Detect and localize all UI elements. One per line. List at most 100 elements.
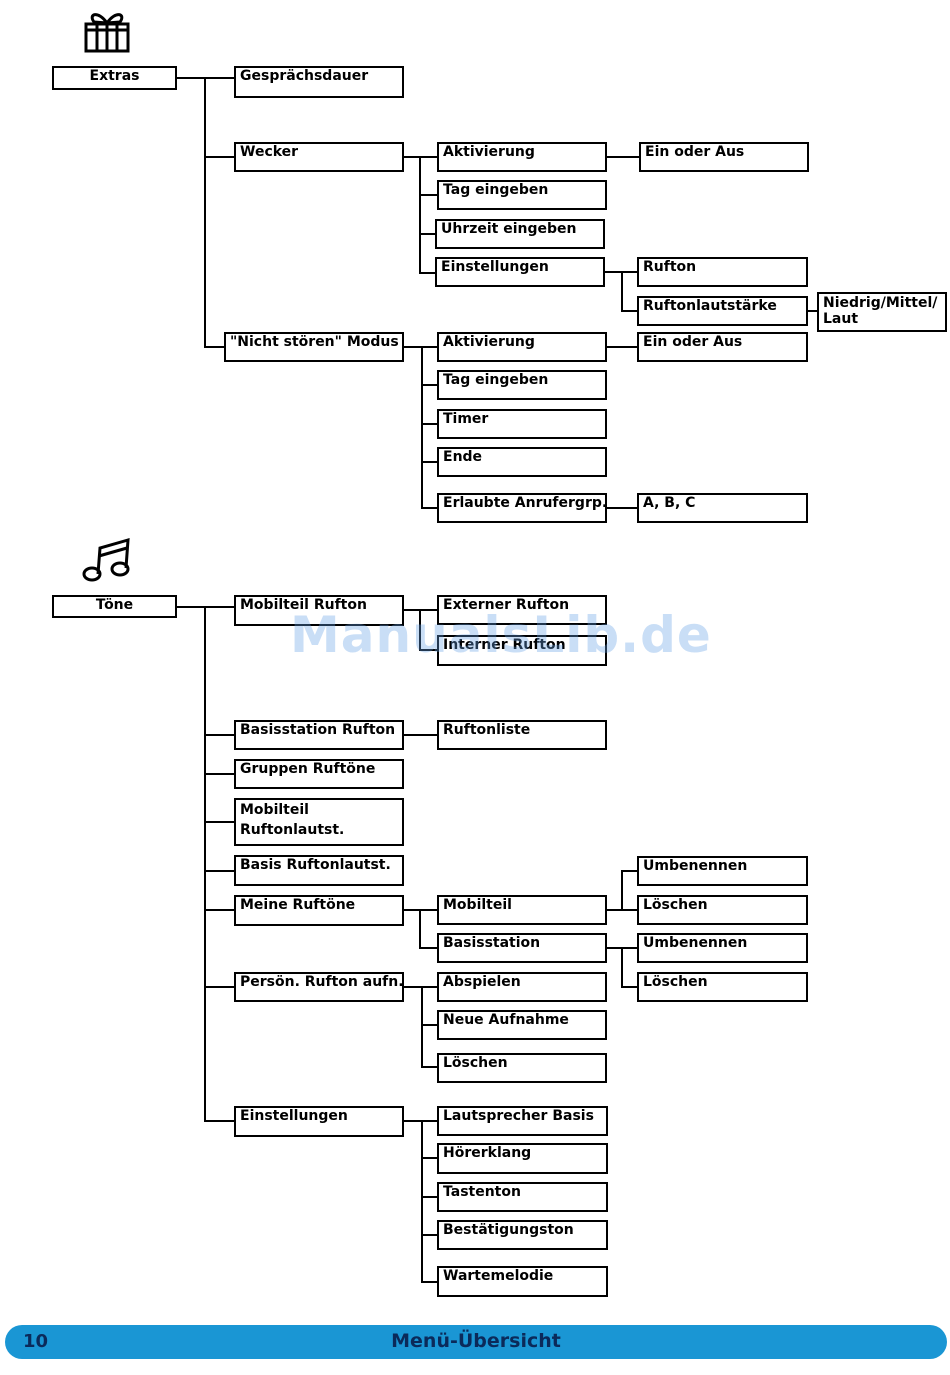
menu-alarm[interactable]: Wecker [234,142,404,172]
menu-my-handset-delete[interactable]: Löschen [637,895,808,925]
connector [204,821,235,823]
menu-settings-keytone[interactable]: Tastenton [437,1182,608,1212]
menu-alarm-volume[interactable]: Ruftonlautstärke [637,296,808,326]
connector [204,156,235,158]
connector [421,423,438,425]
menu-alarm-activation[interactable]: Aktivierung [437,142,607,172]
footer-title: Menü-Übersicht [391,1330,561,1352]
menu-settings-earpiece[interactable]: Hörerklang [437,1143,608,1174]
menu-dnd-day[interactable]: Tag eingeben [437,370,607,400]
menu-record[interactable]: Persön. Rufton aufn. [234,972,404,1002]
connector [419,233,438,235]
connector [607,346,638,348]
connector [421,507,438,509]
connector [421,986,423,1068]
connector [419,947,438,949]
connector [621,870,638,872]
menu-alarm-time[interactable]: Uhrzeit eingeben [435,219,605,249]
connector [607,156,640,158]
connector [204,77,235,79]
menu-internal-ring[interactable]: Interner Rufton [437,635,607,666]
menu-handset-ring[interactable]: Mobilteil Rufton [234,595,404,626]
connector [621,947,623,987]
connector [421,384,438,386]
connector [204,77,206,347]
connector [204,870,235,872]
menu-ring-list[interactable]: Ruftonliste [437,720,607,750]
connector [204,346,235,348]
connector [204,986,235,988]
menu-dnd-timer[interactable]: Timer [437,409,607,439]
connector [404,156,438,158]
menu-settings[interactable]: Einstellungen [234,1106,404,1137]
connector [419,194,438,196]
connector [404,734,438,736]
menu-my-base-rename[interactable]: Umbenennen [637,933,808,963]
menu-dnd-activation[interactable]: Aktivierung [437,332,607,362]
menu-call-duration[interactable]: Gesprächsdauer [234,66,404,98]
menu-my-rings[interactable]: Meine Ruftöne [234,895,404,926]
connector [421,1234,438,1236]
menu-settings-hold[interactable]: Wartemelodie [437,1266,608,1297]
connector [404,909,438,911]
menu-alarm-volume-levels[interactable]: Niedrig/Mittel/ Laut [817,292,947,332]
menu-my-base-delete[interactable]: Löschen [637,972,808,1002]
gift-icon [84,13,130,53]
connector [204,606,206,1122]
connector [419,156,421,273]
menu-base-ring[interactable]: Basisstation Rufton [234,720,404,750]
page-footer: 10 Menü-Übersicht [5,1325,947,1359]
music-note-icon [82,537,130,582]
menu-record-delete[interactable]: Löschen [437,1053,607,1083]
connector [421,1120,423,1283]
menu-alarm-day[interactable]: Tag eingeben [437,180,607,210]
menu-external-ring[interactable]: Externer Rufton [437,595,607,625]
connector [421,1066,438,1068]
menu-record-new[interactable]: Neue Aufnahme [437,1010,607,1040]
menu-alarm-ringtone[interactable]: Rufton [637,257,808,287]
connector [204,909,235,911]
connector [177,606,205,608]
menu-base-volume[interactable]: Basis Ruftonlautst. [234,855,404,886]
connector [419,649,438,651]
connector [808,310,818,312]
menu-dnd[interactable]: "Nicht stören" Modus [224,332,404,362]
connector [419,909,421,948]
connector [204,1120,235,1122]
menu-record-play[interactable]: Abspielen [437,972,607,1002]
connector [421,461,438,463]
menu-dnd-on-off[interactable]: Ein oder Aus [637,332,808,362]
connector [621,986,638,988]
menu-my-handset-rename[interactable]: Umbenennen [637,856,808,886]
connector [621,271,623,311]
connector [204,773,235,775]
connector [421,1281,438,1283]
connector [177,77,205,79]
connector [421,1024,438,1026]
connector [404,609,438,611]
connector [421,1157,438,1159]
menu-my-handset[interactable]: Mobilteil [437,895,607,925]
watermark: ManualsLib.de [290,606,712,664]
menu-alarm-settings[interactable]: Einstellungen [435,257,605,287]
menu-toene[interactable]: Töne [52,595,177,618]
connector [421,1196,438,1198]
connector [621,870,623,911]
connector [621,310,638,312]
connector [204,734,235,736]
menu-settings-confirm[interactable]: Bestätigungston [437,1220,608,1250]
menu-dnd-groups[interactable]: A, B, C [637,493,808,523]
menu-alarm-on-off[interactable]: Ein oder Aus [639,142,809,172]
connector [419,272,438,274]
connector [607,507,638,509]
menu-settings-speaker[interactable]: Lautsprecher Basis [437,1106,608,1136]
menu-my-base[interactable]: Basisstation [437,933,607,963]
menu-handset-volume[interactable]: Mobilteil Ruftonlautst. [234,798,404,846]
menu-group-rings[interactable]: Gruppen Ruftöne [234,759,404,789]
connector [419,609,421,650]
menu-dnd-allowed-groups[interactable]: Erlaubte Anrufergrp. [437,493,607,523]
connector [421,346,423,509]
menu-dnd-end[interactable]: Ende [437,447,607,477]
menu-extras[interactable]: Extras [52,66,177,90]
connector [204,606,235,608]
